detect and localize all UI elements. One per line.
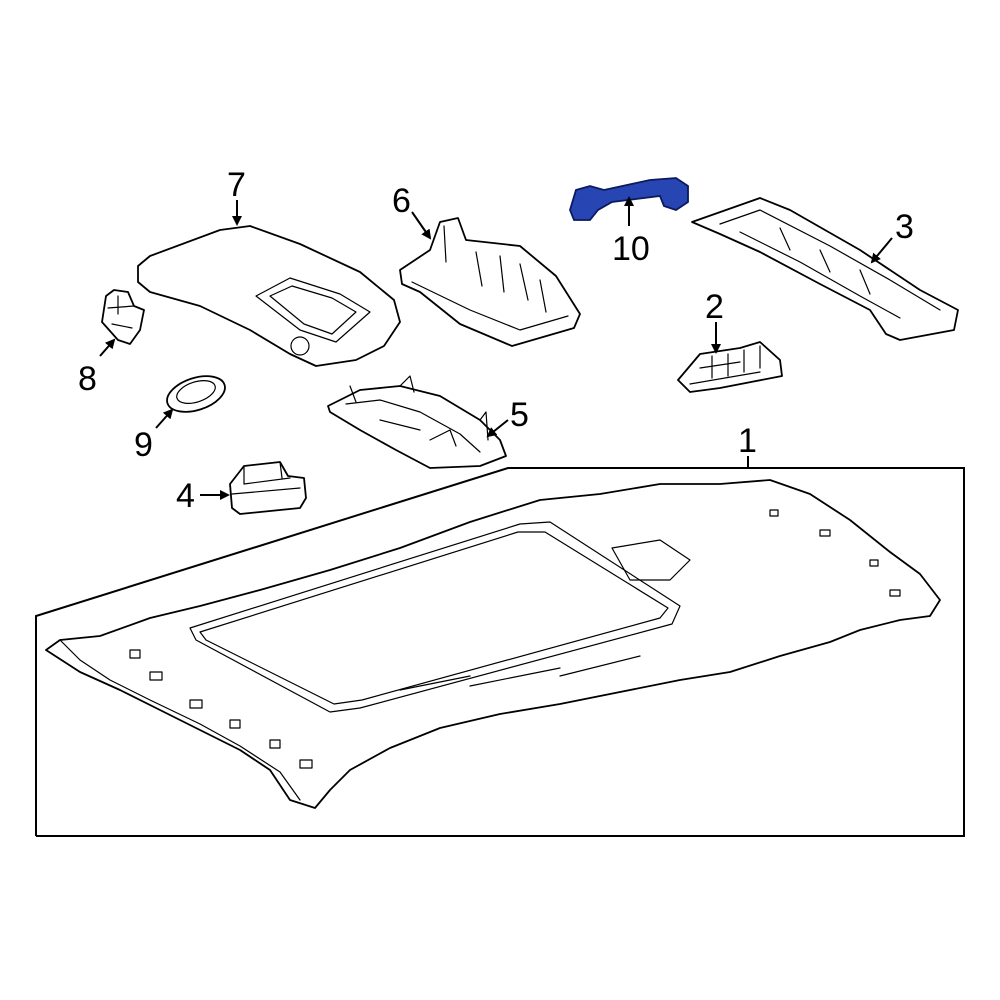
visor-holder-details: [107, 295, 135, 329]
sunroof-opening: [189, 521, 681, 713]
callout-leaders: [99, 196, 893, 500]
callout-9-label[interactable]: 9: [134, 426, 153, 464]
bracket-part-2[interactable]: [677, 341, 783, 393]
bracket-body: [677, 341, 783, 393]
headliner-outline: [45, 479, 941, 809]
headliner-mount-2: [399, 655, 641, 691]
sun-visor-body: [137, 225, 401, 367]
bracket-ribs: [689, 345, 761, 385]
sunroof-inner-edge: [199, 531, 669, 705]
clip-edges: [231, 461, 301, 495]
lamp-housing-part-6[interactable]: [399, 217, 581, 347]
callout-7-label[interactable]: 7: [227, 166, 246, 204]
visor-holder-body: [101, 289, 145, 345]
clip-part-4[interactable]: [229, 461, 307, 515]
callout-1-label[interactable]: 1: [738, 422, 757, 460]
lamp-housing-details: [411, 225, 569, 331]
lamp-housing-body: [399, 217, 581, 347]
grommet-part-9[interactable]: [163, 370, 230, 419]
headliner-front-edge: [59, 639, 301, 801]
callout-6-label[interactable]: 6: [392, 182, 411, 220]
trim-panel-part-3[interactable]: [691, 197, 959, 341]
grommet-inner: [176, 380, 216, 404]
grommet-outer: [166, 375, 226, 413]
trim-panel-inner: [719, 209, 941, 319]
clip-body: [229, 461, 307, 515]
visor-holder-part-8[interactable]: [101, 289, 145, 345]
vanity-mirror: [255, 277, 371, 343]
callout-2-label[interactable]: 2: [705, 288, 724, 326]
headliner-part[interactable]: [35, 458, 965, 837]
callout-labels: 1 2 3 4 5 6 7 8 9 10: [78, 166, 914, 515]
trim-panel-body: [691, 197, 959, 341]
visor-hinge: [290, 336, 310, 356]
headliner-clip-row: [129, 509, 901, 769]
console-details: [345, 375, 489, 453]
vanity-mirror-inner: [269, 285, 357, 335]
console-part-5[interactable]: [327, 375, 507, 469]
callout-3-label[interactable]: 3: [895, 208, 914, 246]
callout-4-label[interactable]: 4: [176, 477, 195, 515]
callout-8-label[interactable]: 8: [78, 360, 97, 398]
sun-visor-part-7[interactable]: [137, 225, 401, 367]
callout-10-label[interactable]: 10: [612, 230, 650, 268]
callout-5-label[interactable]: 5: [510, 396, 529, 434]
headliner-mount-1: [611, 539, 691, 581]
callout-1-box-line: [35, 467, 965, 837]
